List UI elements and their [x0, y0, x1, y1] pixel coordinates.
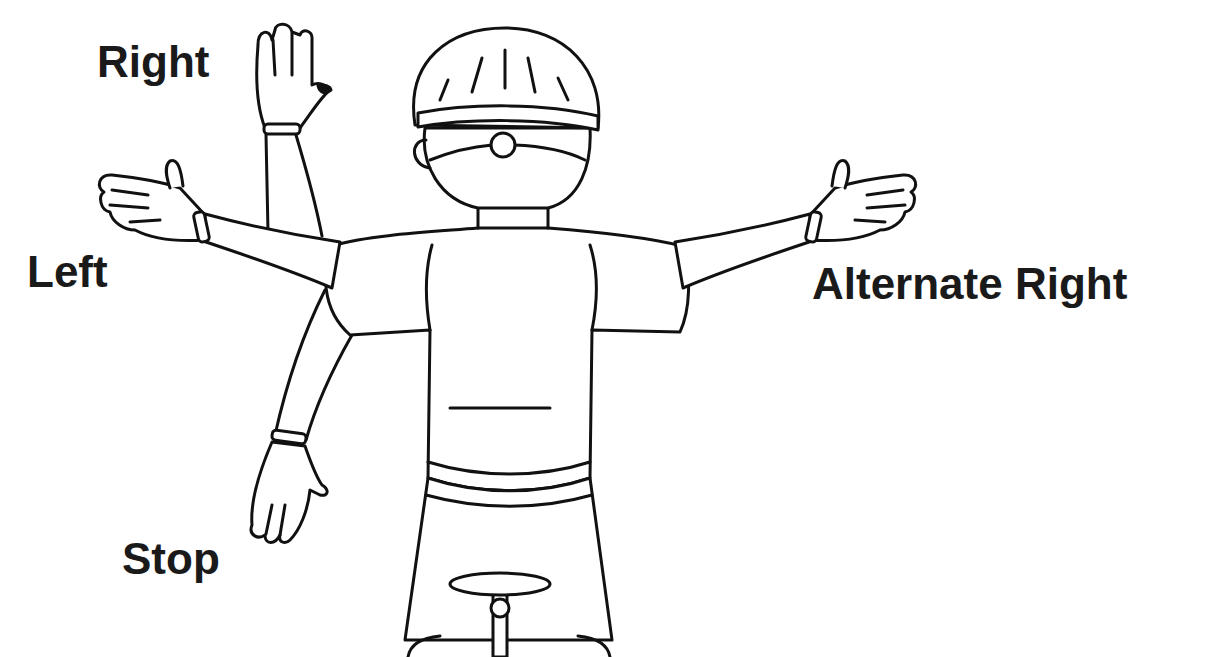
leg: [578, 636, 610, 657]
helmet-strap: [514, 145, 585, 160]
arm-outline: [275, 290, 325, 435]
hand-outline: [251, 442, 327, 543]
sleeve-seam: [590, 245, 596, 330]
shirt-outline: [326, 228, 689, 491]
arm-outline: [200, 214, 340, 288]
saddle: [450, 573, 550, 595]
rear-light: [491, 133, 515, 157]
helmet-vent: [504, 50, 507, 88]
finger-line: [266, 505, 272, 534]
hand-outline: [257, 24, 330, 128]
signal-label: Right: [97, 40, 209, 84]
finger-line: [112, 190, 148, 195]
finger-line: [273, 40, 275, 75]
shorts-band: [426, 495, 592, 506]
finger-line: [110, 205, 148, 208]
shirt-hem: [428, 462, 590, 474]
wrist-cuff: [271, 430, 306, 445]
head: [414, 28, 599, 228]
helmet-vent: [558, 78, 568, 100]
wrist-cuff: [264, 124, 300, 134]
helmet-vent: [472, 58, 482, 92]
wrist-cuff: [193, 211, 210, 243]
shorts: [405, 478, 612, 657]
signal-label: Alternate Right: [812, 262, 1127, 306]
extended-arm: [99, 161, 340, 288]
ear: [414, 140, 430, 168]
sleeve-seam: [426, 245, 432, 330]
helmet-vent: [528, 58, 535, 92]
finger-line: [130, 220, 160, 222]
arm-outline: [306, 335, 352, 440]
helmet-vent: [440, 80, 448, 100]
thumb-tip: [318, 85, 331, 92]
arm-outline: [266, 135, 268, 232]
arm-outline: [296, 135, 322, 236]
helmet-strap: [430, 145, 492, 160]
hand-outline: [99, 175, 205, 241]
finger-line: [291, 33, 294, 75]
leg: [408, 636, 440, 657]
shirt: [326, 228, 689, 491]
helmet-brim: [418, 106, 598, 130]
signal-label: Stop: [122, 537, 220, 581]
raised-arm: [257, 24, 331, 236]
finger-line: [280, 505, 285, 535]
seat-light: [491, 599, 509, 617]
thumb: [166, 161, 183, 188]
signal-label: Left: [27, 250, 108, 294]
back-line: [450, 407, 550, 410]
head-outline: [424, 128, 590, 208]
stop-arm: [251, 290, 352, 543]
